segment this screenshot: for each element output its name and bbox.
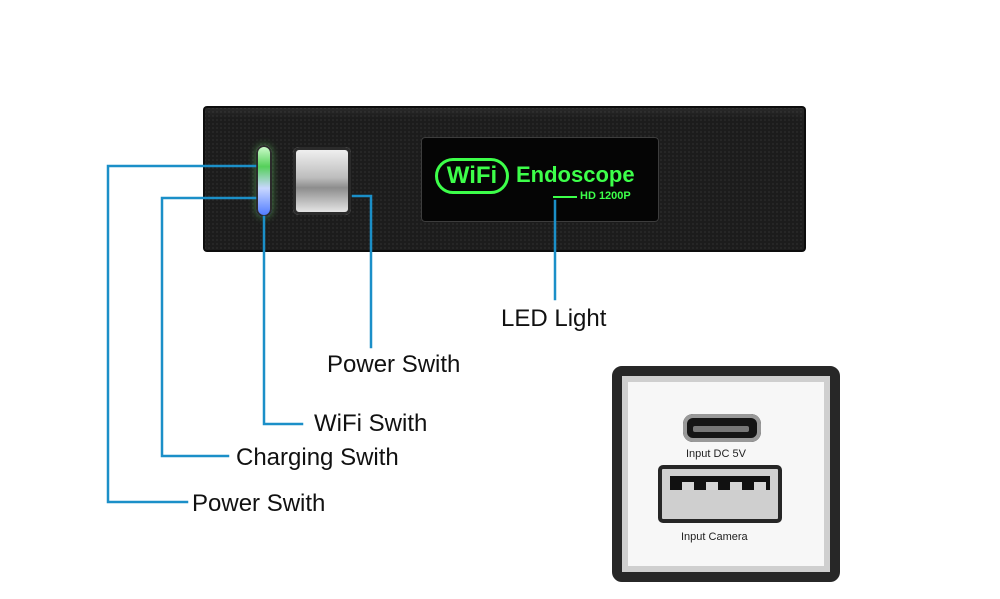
resolution-rule — [553, 196, 577, 198]
wifi-logo: WiFi — [435, 158, 509, 194]
brand-name: Endoscope — [516, 162, 635, 187]
usb-a-port — [658, 465, 782, 523]
logo-panel — [421, 137, 659, 222]
label-charging-swith: Charging Swith — [236, 444, 399, 471]
label-wifi-swith: WiFi Swith — [314, 410, 428, 437]
label-power-swith-bottom: Power Swith — [192, 490, 326, 517]
micro-usb-contacts — [693, 426, 749, 432]
power-button — [293, 147, 351, 215]
usb-a-tongue — [670, 476, 770, 490]
usb-a-pin — [682, 482, 694, 490]
callout-charging-swith — [160, 196, 257, 458]
port-label-input-camera: Input Camera — [681, 531, 748, 543]
label-power-swith-top: Power Swith — [327, 351, 461, 378]
indicator-light-strip — [256, 145, 272, 217]
label-led-light: LED Light — [501, 305, 607, 332]
callout-wifi-swith — [262, 215, 304, 426]
usb-a-pin — [754, 482, 766, 490]
callout-power-swith-top — [351, 194, 373, 349]
usb-a-pin — [730, 482, 742, 490]
port-label-input-dc: Input DC 5V — [686, 448, 746, 460]
usb-a-pin — [706, 482, 718, 490]
callout-power-swith-bottom — [106, 164, 257, 504]
resolution-label: HD 1200P — [580, 190, 631, 202]
